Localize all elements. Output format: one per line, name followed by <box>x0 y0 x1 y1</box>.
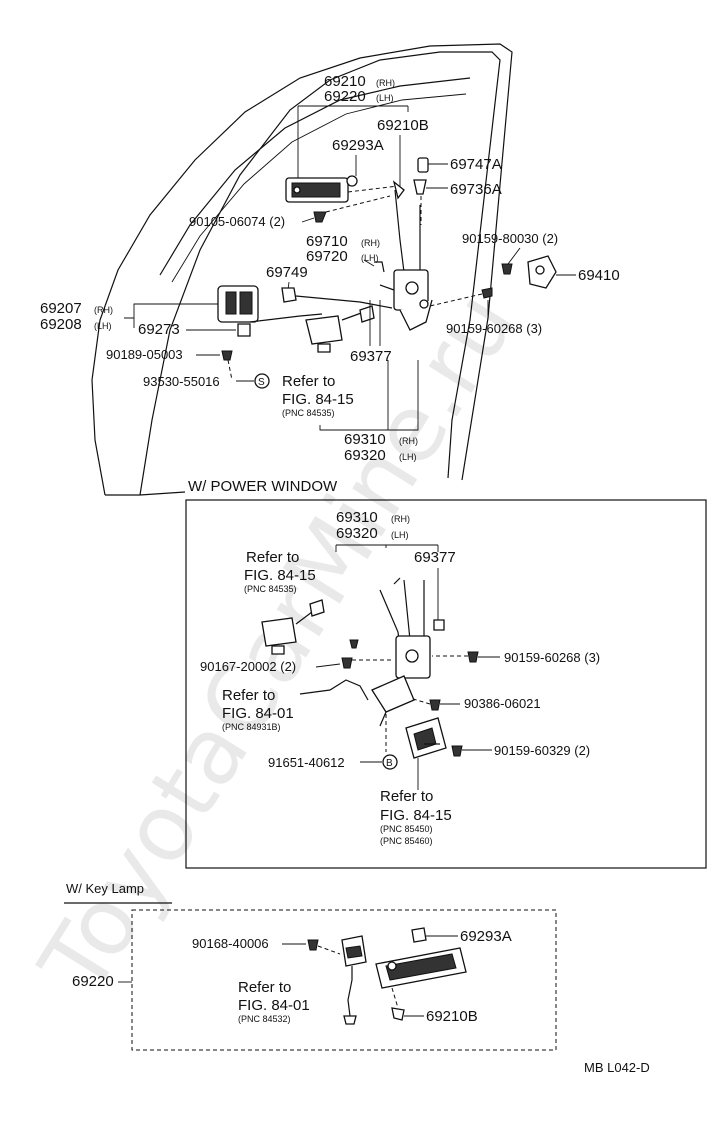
part-69293A-label: 69293A <box>332 137 384 154</box>
rh-tag: (RH) <box>391 514 410 524</box>
part-90105-label: 90105-06074 (2) <box>189 214 285 229</box>
door-lock-assembly <box>374 189 433 331</box>
screw-90189 <box>221 350 233 361</box>
pw-screw-90159-60268 <box>467 651 479 663</box>
part-69377-label: 69377 <box>350 348 392 365</box>
pw-door-lock-assembly <box>371 577 445 727</box>
key-lamp-handle <box>375 947 467 989</box>
lock-actuator <box>305 305 375 353</box>
part-69310-label: 69310 <box>344 431 386 448</box>
b-marker-label: B <box>386 758 393 769</box>
inside-handle <box>217 285 259 323</box>
part-69220-label: 69220 <box>324 88 366 105</box>
label-69210-group: 69210 (RH) 69220 (LH) <box>297 73 409 180</box>
refer-to-label: Refer to <box>282 373 335 390</box>
pw-refer-to-2: Refer to <box>222 687 275 704</box>
power-window-title: W/ POWER WINDOW <box>188 478 338 495</box>
fig-reference: FIG. 84-15 <box>282 391 354 408</box>
screw-90159-60329 <box>451 745 463 757</box>
clip-69273 <box>237 323 251 337</box>
rh-tag: (RH) <box>399 436 418 446</box>
key-lamp-socket <box>341 935 367 1025</box>
part-69710-label: 69710 <box>306 233 348 250</box>
pw-fig-2: FIG. 84-01 <box>222 705 294 722</box>
part-69720-label: 69720 <box>306 248 348 265</box>
pw-part-90159-60329-label: 90159-60329 (2) <box>494 743 590 758</box>
outside-handle <box>285 175 358 203</box>
part-69410-label: 69410 <box>578 267 620 284</box>
door-outline <box>91 43 513 496</box>
part-69736A-label: 69736A <box>450 181 502 198</box>
s-marker <box>254 373 270 389</box>
kl-part-90168-label: 90168-40006 <box>192 936 269 951</box>
pw-part-69320-label: 69320 <box>336 525 378 542</box>
kl-refer-to: Refer to <box>238 979 291 996</box>
pw-part-90167-label: 90167-20002 (2) <box>200 659 296 674</box>
pw-lock-actuator <box>261 599 325 655</box>
clip-69293A <box>411 927 427 943</box>
pw-pnc-2: (PNC 84931B) <box>222 722 281 732</box>
lh-tag: (LH) <box>94 321 112 331</box>
pw-part-90159-60268-label: 90159-60268 (3) <box>504 650 600 665</box>
diagram-code: MB L042-D <box>584 1060 650 1075</box>
clip-69747A <box>417 157 429 173</box>
pw-part-91651-label: 91651-40612 <box>268 755 345 770</box>
part-69208-label: 69208 <box>40 316 82 333</box>
pw-fig-3: FIG. 84-15 <box>380 807 452 824</box>
rh-tag: (RH) <box>361 238 380 248</box>
rh-tag: (RH) <box>376 78 395 88</box>
part-69747A-label: 69747A <box>450 156 502 173</box>
kl-part-69220-label: 69220 <box>72 973 114 990</box>
screw-90105 <box>313 211 327 223</box>
kl-part-69293A-label: 69293A <box>460 928 512 945</box>
power-window-box <box>185 499 707 869</box>
part-69320-label: 69320 <box>344 447 386 464</box>
clip-69749 <box>281 287 297 303</box>
screw-90168 <box>307 939 319 951</box>
s-marker-label: S <box>258 377 265 388</box>
clip-69736A <box>413 179 427 195</box>
pw-pnc-3a: (PNC 85450) <box>380 824 433 834</box>
kl-fig: FIG. 84-01 <box>238 997 310 1014</box>
pw-refer-to-1: Refer to <box>246 549 299 566</box>
pw-part-69310-label: 69310 <box>336 509 378 526</box>
clip-69210B <box>391 1007 405 1021</box>
screw-90159-80030 <box>501 263 513 275</box>
pnc-reference: (PNC 84535) <box>282 408 335 418</box>
part-69749-label: 69749 <box>266 264 308 281</box>
key-lamp-title: W/ Key Lamp <box>66 881 144 896</box>
lh-tag: (LH) <box>391 530 409 540</box>
screw-90167 <box>341 657 353 669</box>
screw-90386 <box>429 699 441 711</box>
part-90159-60268-label: 90159-60268 (3) <box>446 321 542 336</box>
pw-part-90386-label: 90386-06021 <box>464 696 541 711</box>
part-69273-label: 69273 <box>138 321 180 338</box>
part-90189-label: 90189-05003 <box>106 347 183 362</box>
part-93530-label: 93530-55016 <box>143 374 220 389</box>
kl-pnc: (PNC 84532) <box>238 1014 291 1024</box>
kl-part-69210B-label: 69210B <box>426 1008 478 1025</box>
pw-refer-to-3: Refer to <box>380 788 433 805</box>
pw-fig-1: FIG. 84-15 <box>244 567 316 584</box>
part-69210B-label: 69210B <box>377 117 429 134</box>
pw-pnc-3b: (PNC 85460) <box>380 836 433 846</box>
pw-part-69377-label: 69377 <box>414 549 456 566</box>
rh-tag: (RH) <box>94 305 113 315</box>
part-69210-label: 69210 <box>324 73 366 90</box>
lh-tag: (LH) <box>361 253 379 263</box>
key-lamp-box <box>131 909 557 1051</box>
b-marker <box>382 754 398 770</box>
pw-pnc-1: (PNC 84535) <box>244 584 297 594</box>
lh-tag: (LH) <box>376 93 394 103</box>
lh-tag: (LH) <box>399 452 417 462</box>
pw-motor <box>405 717 447 759</box>
part-69207-label: 69207 <box>40 300 82 317</box>
part-90159-80030-label: 90159-80030 (2) <box>462 231 558 246</box>
screw-90159-60268 <box>481 287 493 299</box>
